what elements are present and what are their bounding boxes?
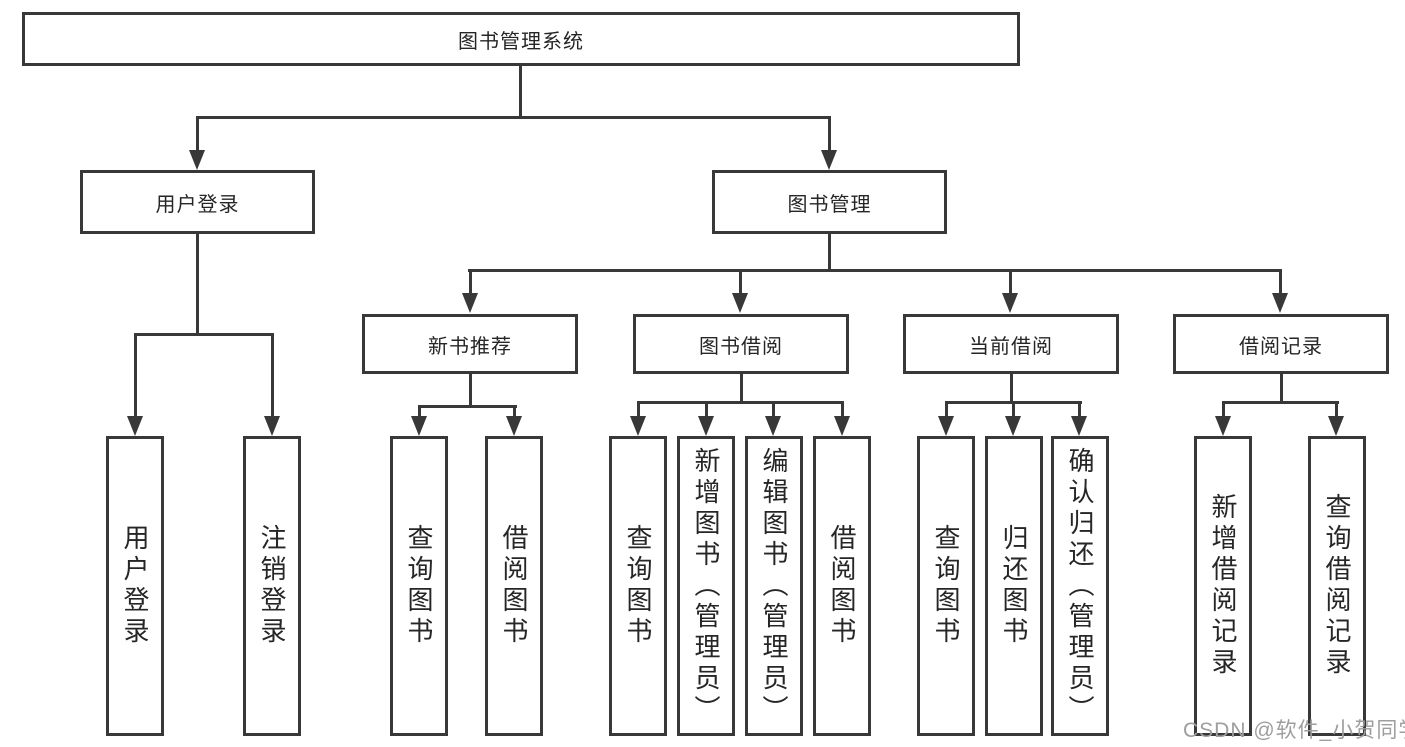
connector-vline <box>740 374 743 403</box>
leaf-query-books-current: 查询图书 <box>917 436 975 736</box>
leaf-label: 用户登录 <box>120 524 150 648</box>
node-new-book-recommend: 新书推荐 <box>362 314 578 374</box>
connector-stem <box>271 333 274 418</box>
leaf-label: 确认归还（管理员） <box>1065 446 1095 726</box>
connector-vline <box>519 66 522 118</box>
node-borrowing-records: 借阅记录 <box>1173 314 1389 374</box>
leaf-confirm-return-admin: 确认归还（管理员） <box>1051 436 1109 736</box>
node-current-borrowing: 当前借阅 <box>903 314 1119 374</box>
leaf-borrow-books-recommend: 借阅图书 <box>485 436 543 736</box>
leaf-add-book-admin: 新增图书（管理员） <box>677 436 735 736</box>
arrow-down-icon <box>462 293 478 313</box>
connector-stem <box>1335 401 1338 418</box>
node-label: 新书推荐 <box>428 335 512 358</box>
connector-stem <box>739 269 742 295</box>
connector-vline <box>828 234 831 271</box>
arrow-down-icon <box>1328 416 1344 436</box>
leaf-label: 查询借阅记录 <box>1322 493 1352 679</box>
arrow-down-icon <box>1215 416 1231 436</box>
leaf-query-books-borrowing: 查询图书 <box>609 436 667 736</box>
leaf-return-books: 归还图书 <box>985 436 1043 736</box>
leaf-label: 查询图书 <box>404 524 434 648</box>
connector-hline <box>134 333 274 336</box>
connector-vline <box>1010 374 1013 403</box>
connector-vline <box>469 374 472 407</box>
connector-hline <box>418 405 517 408</box>
node-label: 用户登录 <box>155 193 240 216</box>
connector-vline <box>1280 374 1283 403</box>
node-book-borrowing: 图书借阅 <box>633 314 849 374</box>
arrow-down-icon <box>834 416 850 436</box>
leaf-label: 新增借阅记录 <box>1208 493 1238 679</box>
leaf-user-login: 用户登录 <box>106 436 164 736</box>
arrow-down-icon <box>264 416 280 436</box>
connector-stem <box>1222 401 1225 418</box>
connector-vline <box>196 234 199 335</box>
connector-stem <box>772 401 775 418</box>
arrow-down-icon <box>630 416 646 436</box>
connector-stem <box>841 401 844 418</box>
leaf-query-borrow-record: 查询借阅记录 <box>1308 436 1366 736</box>
leaf-add-borrow-record: 新增借阅记录 <box>1194 436 1252 736</box>
leaf-label: 注销登录 <box>257 524 287 648</box>
connector-stem <box>828 116 831 152</box>
node-library-management-system: 图书管理系统 <box>22 12 1020 66</box>
arrow-down-icon <box>732 293 748 313</box>
leaf-label: 查询图书 <box>623 524 653 648</box>
arrow-down-icon <box>189 150 205 170</box>
arrow-down-icon <box>821 150 837 170</box>
connector-stem <box>134 333 137 418</box>
leaf-borrow-books-borrowing: 借阅图书 <box>813 436 871 736</box>
connector-stem <box>637 401 640 418</box>
arrow-down-icon <box>1005 416 1021 436</box>
leaf-label: 编辑图书（管理员） <box>759 446 789 726</box>
leaf-label: 借阅图书 <box>827 524 857 648</box>
connector-hline <box>468 269 1282 272</box>
connector-stem <box>705 401 708 418</box>
node-label: 图书管理 <box>787 193 872 216</box>
connector-stem <box>1279 269 1282 295</box>
arrow-down-icon <box>698 416 714 436</box>
leaf-label: 借阅图书 <box>499 524 529 648</box>
arrow-down-icon <box>411 416 427 436</box>
node-label: 图书借阅 <box>699 335 783 358</box>
connector-stem <box>418 405 421 418</box>
leaf-query-books-recommend: 查询图书 <box>390 436 448 736</box>
leaf-logout-login: 注销登录 <box>243 436 301 736</box>
leaf-label: 新增图书（管理员） <box>691 446 721 726</box>
connector-hline <box>637 401 844 404</box>
node-user-login: 用户登录 <box>80 170 315 234</box>
leaf-label: 归还图书 <box>999 524 1029 648</box>
leaf-label: 查询图书 <box>931 524 961 648</box>
arrow-down-icon <box>506 416 522 436</box>
connector-stem <box>945 401 948 418</box>
connector-stem <box>513 405 516 418</box>
node-book-management: 图书管理 <box>712 170 947 234</box>
leaf-edit-book-admin: 编辑图书（管理员） <box>745 436 803 736</box>
arrow-down-icon <box>127 416 143 436</box>
connector-stem <box>1078 401 1081 418</box>
connector-hline <box>196 116 831 119</box>
node-label: 图书管理系统 <box>458 30 584 53</box>
arrow-down-icon <box>765 416 781 436</box>
connector-stem <box>1009 269 1012 295</box>
arrow-down-icon <box>1272 293 1288 313</box>
arrow-down-icon <box>1002 293 1018 313</box>
connector-stem <box>196 116 199 152</box>
connector-hline <box>1222 401 1339 404</box>
arrow-down-icon <box>1071 416 1087 436</box>
csdn-watermark: CSDN @软件_小贺同学 <box>1183 719 1405 742</box>
connector-stem <box>469 269 472 295</box>
arrow-down-icon <box>938 416 954 436</box>
connector-stem <box>1012 401 1015 418</box>
node-label: 借阅记录 <box>1239 335 1323 358</box>
node-label: 当前借阅 <box>969 335 1053 358</box>
